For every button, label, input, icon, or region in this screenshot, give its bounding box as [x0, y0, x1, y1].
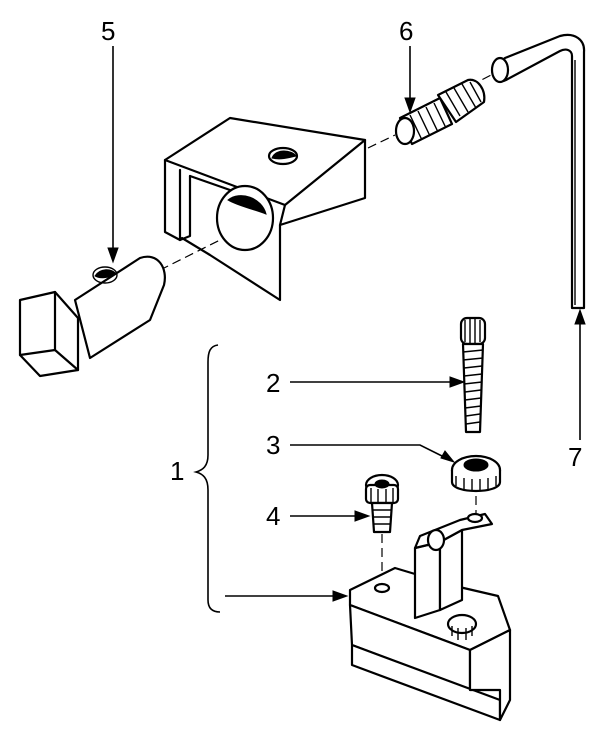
callout-3-label: 3	[266, 430, 281, 460]
tool-block-part	[163, 116, 367, 302]
callout-7-label: 7	[568, 442, 583, 472]
cap-screw-part	[364, 473, 400, 534]
hex-key-part	[490, 33, 586, 310]
knurled-nut-part	[450, 454, 502, 492]
alignment-line-5-block	[159, 239, 221, 271]
callout-6-label: 6	[399, 16, 414, 46]
alignment-line-6-block	[367, 134, 396, 149]
callout-2-label: 2	[266, 368, 281, 398]
holder-assembly-part	[348, 512, 512, 722]
clamp-bolt-part	[18, 255, 166, 378]
leader-lines	[107, 46, 586, 613]
set-screw-part	[394, 78, 486, 146]
callout-4-label: 4	[266, 501, 281, 531]
long-screw-part	[459, 316, 487, 434]
callout-1-label: 1	[170, 456, 185, 486]
callout-5-label: 5	[101, 16, 116, 46]
